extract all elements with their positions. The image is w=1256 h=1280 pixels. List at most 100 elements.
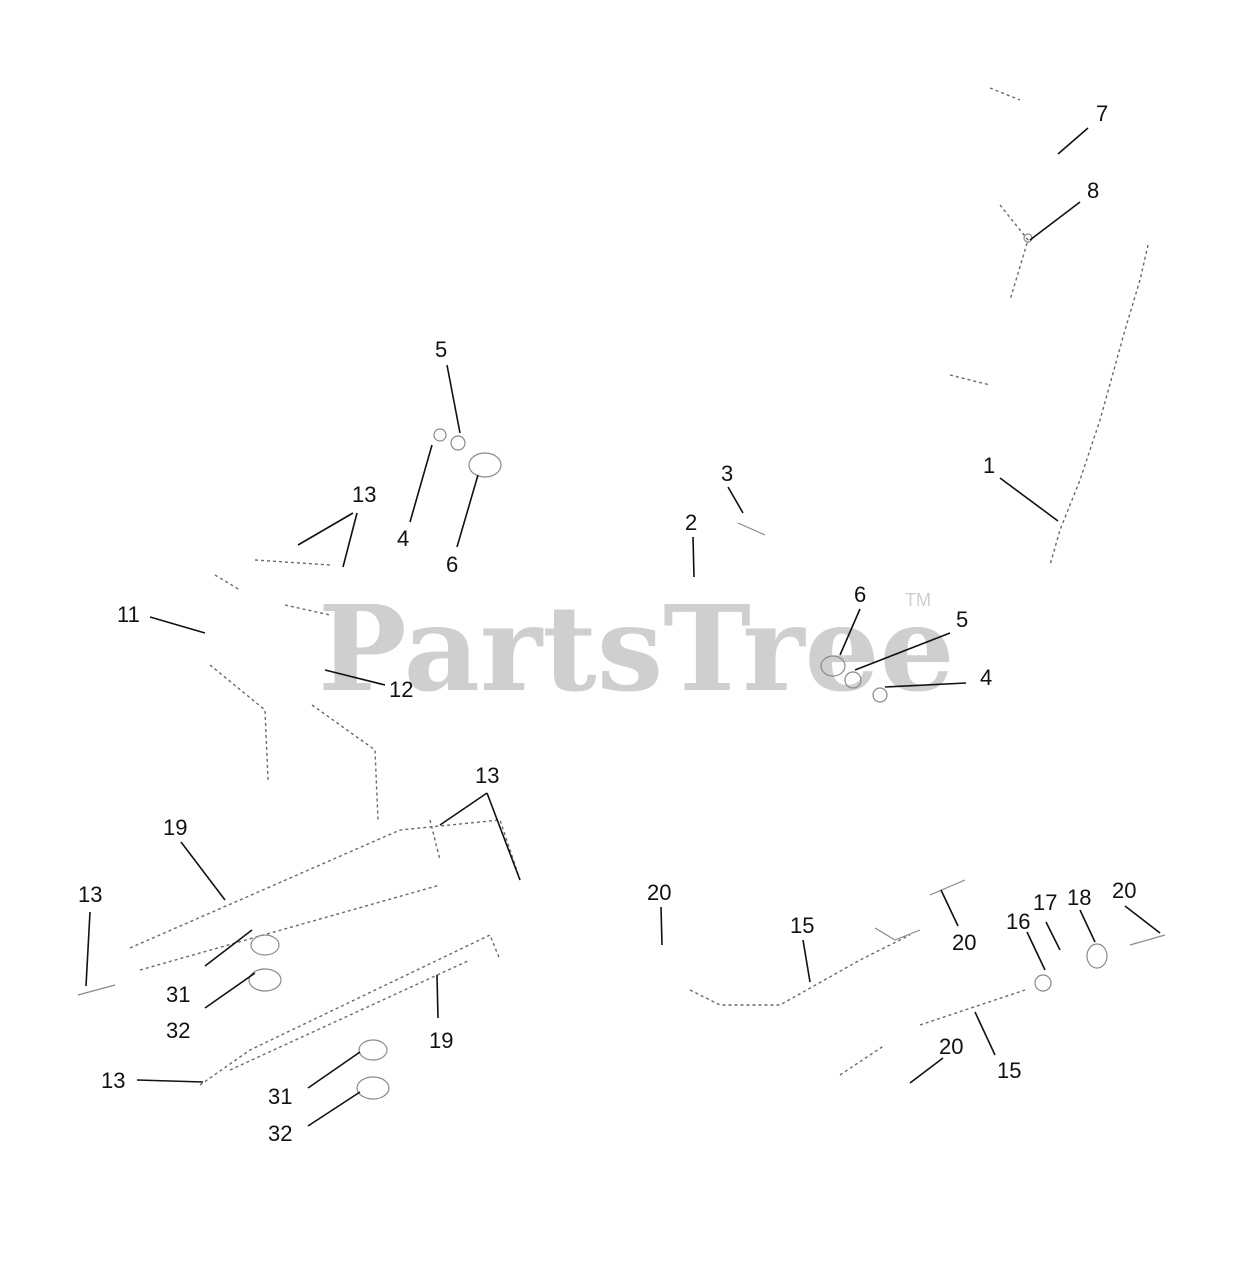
washer-31a-part xyxy=(250,934,280,956)
callout-20-left: 20 xyxy=(647,880,671,905)
callout-31-upper: 31 xyxy=(166,982,190,1007)
rod-bracket-part xyxy=(949,374,991,386)
leader-13a-1 xyxy=(297,512,354,546)
callout-labels: 7 8 1 5 4 6 3 2 13 11 12 6 5 4 13 19 13 … xyxy=(78,101,1136,1146)
leader-19b xyxy=(436,974,439,1019)
link-top3-part xyxy=(284,604,331,616)
link-top-part xyxy=(214,574,241,591)
leader-19a xyxy=(180,841,226,901)
leader-16 xyxy=(1026,931,1046,971)
leader-17 xyxy=(1045,921,1061,951)
leader-15b xyxy=(974,1011,996,1056)
callout-8: 8 xyxy=(1087,178,1099,203)
nut-8-part xyxy=(1023,233,1033,243)
callout-15-lower: 15 xyxy=(997,1058,1021,1083)
rod-15a-part xyxy=(689,934,911,1006)
callout-13-frame: 13 xyxy=(475,763,499,788)
callout-11: 11 xyxy=(117,602,140,627)
clip-5b-part xyxy=(844,671,862,689)
leader-31b xyxy=(307,1051,361,1089)
leader-13c xyxy=(85,911,91,987)
rod-upper-part xyxy=(999,204,1029,301)
watermark-brand: PartsTree xyxy=(318,579,955,718)
bushing-6-part xyxy=(468,452,502,478)
rod-part xyxy=(1049,244,1149,566)
link-11-part xyxy=(209,664,269,781)
leader-13a-2 xyxy=(342,512,358,568)
callout-32-upper: 32 xyxy=(166,1018,190,1043)
spacer-18-part xyxy=(1086,943,1108,969)
callout-20-right: 20 xyxy=(1112,878,1136,903)
rod-tip-part xyxy=(989,87,1021,101)
callout-15-upper: 15 xyxy=(790,913,814,938)
callout-2: 2 xyxy=(685,510,697,535)
callout-5-right: 5 xyxy=(956,607,968,632)
part-drawings xyxy=(77,87,1166,1100)
washer-32a-part xyxy=(248,968,282,992)
rod-15a-end-part xyxy=(874,927,921,941)
leader-15a xyxy=(802,939,811,983)
leader-5b xyxy=(854,632,951,671)
leader-13b-1 xyxy=(439,792,488,826)
callout-16: 16 xyxy=(1006,909,1030,934)
leader-4b xyxy=(884,682,967,688)
leader-3 xyxy=(727,486,744,514)
callout-13-lower: 13 xyxy=(101,1068,125,1093)
callout-18: 18 xyxy=(1067,885,1091,910)
washer-32b-part xyxy=(356,1076,390,1100)
callout-4: 4 xyxy=(397,526,409,551)
callout-4-right: 4 xyxy=(980,665,992,690)
leader-6b xyxy=(839,608,861,656)
leader-7 xyxy=(1057,127,1089,155)
rod-15b-hook-part xyxy=(839,1044,886,1076)
frame-upper-edge-part xyxy=(139,884,441,971)
callout-7: 7 xyxy=(1096,101,1108,126)
callout-32-lower: 32 xyxy=(268,1121,292,1146)
leader-20c xyxy=(1124,905,1161,934)
link-top2-part xyxy=(254,559,331,566)
clip-5-part xyxy=(450,435,466,451)
frame-lower-part xyxy=(199,934,501,1086)
callout-31-lower: 31 xyxy=(268,1084,292,1109)
leader-20a xyxy=(660,906,663,946)
bolt-13c-part xyxy=(77,984,116,996)
callout-19-upper: 19 xyxy=(163,815,187,840)
nut-16-part xyxy=(1034,974,1052,992)
leader-6a xyxy=(456,474,479,548)
leader-lines xyxy=(85,127,1161,1127)
bushing-6b-part xyxy=(820,655,846,677)
leader-11 xyxy=(149,616,206,634)
washer-31b-part xyxy=(358,1039,388,1061)
callout-20-lower: 20 xyxy=(939,1034,963,1059)
callout-19-lower: 19 xyxy=(429,1028,453,1053)
leader-2 xyxy=(692,536,695,578)
leader-13d xyxy=(136,1079,204,1083)
leader-32a xyxy=(204,972,256,1009)
leader-1 xyxy=(999,477,1059,522)
callout-1: 1 xyxy=(983,453,995,478)
frame-upper-part xyxy=(129,819,521,949)
rod-15b-part xyxy=(919,989,1026,1026)
clip-20b-part xyxy=(929,879,966,896)
leader-13b-2 xyxy=(486,792,521,881)
callout-5: 5 xyxy=(435,337,447,362)
washer-4-part xyxy=(433,428,447,442)
callout-6-right: 6 xyxy=(854,582,866,607)
pin-part xyxy=(737,522,766,536)
callout-13-left: 13 xyxy=(78,882,102,907)
leader-31a xyxy=(204,929,253,967)
leader-8 xyxy=(1029,201,1081,241)
leader-12 xyxy=(324,669,386,686)
washer-4b-part xyxy=(872,687,888,703)
callout-20-mid: 20 xyxy=(952,930,976,955)
callout-12: 12 xyxy=(389,677,413,702)
callout-17: 17 xyxy=(1033,890,1057,915)
leader-20b xyxy=(940,889,959,927)
frame-upper-side-part xyxy=(429,819,441,861)
watermark-tm: TM xyxy=(905,590,931,610)
clip-20c-part xyxy=(1129,934,1166,946)
link-12-part xyxy=(311,704,379,821)
leader-5a xyxy=(446,364,461,434)
